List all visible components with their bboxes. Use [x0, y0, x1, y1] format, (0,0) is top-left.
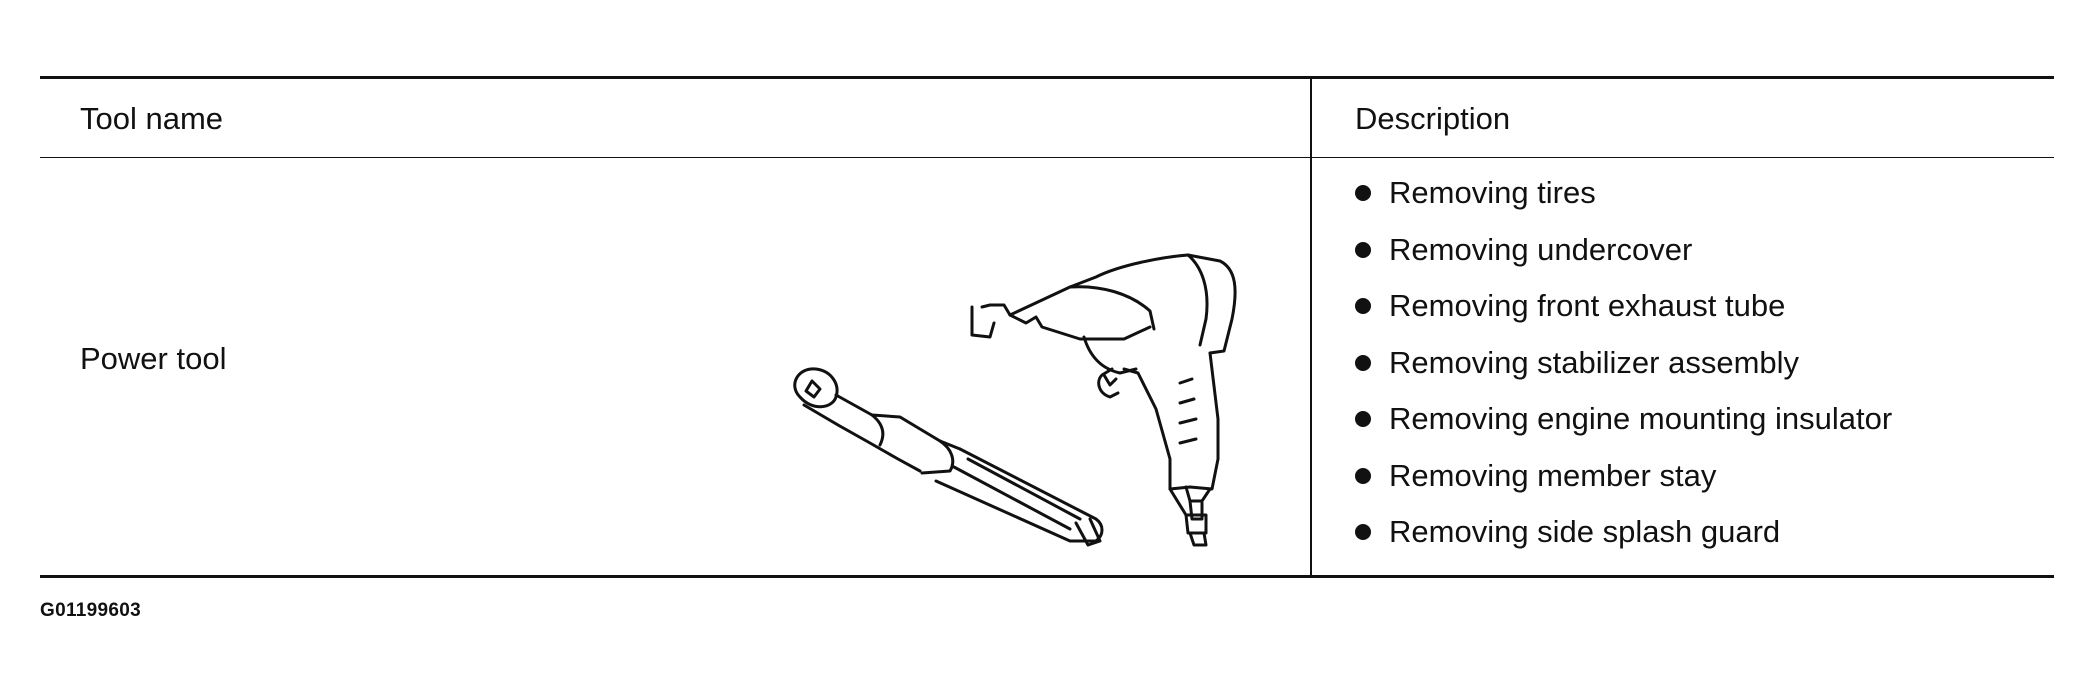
tool-name-cell: Power tool [80, 341, 227, 376]
list-item: Removing tires [1355, 165, 1892, 222]
column-divider [1310, 79, 1312, 575]
list-item: Removing engine mounting insulator [1355, 391, 1892, 448]
column-header-description: Description [1355, 101, 1511, 136]
bullet-icon [1355, 185, 1371, 202]
bullet-icon [1355, 411, 1371, 428]
bullet-icon [1355, 298, 1371, 315]
bullet-icon [1355, 241, 1371, 258]
column-header-tool-name: Tool name [80, 101, 224, 136]
list-item: Removing side splash guard [1355, 504, 1892, 561]
bullet-icon [1355, 354, 1371, 371]
bullet-icon [1355, 524, 1371, 541]
figure-code: G01199603 [40, 600, 141, 621]
description-list: Removing tires Removing undercover Remov… [1355, 165, 1892, 561]
list-item: Removing member stay [1355, 448, 1892, 505]
tool-table: Tool name Description Power tool [40, 76, 2054, 578]
list-item: Removing front exhaust tube [1355, 278, 1892, 335]
table-header-row: Tool name Description [40, 79, 2054, 158]
list-item: Removing stabilizer assembly [1355, 335, 1892, 392]
air-ratchet-icon [793, 367, 1104, 547]
bullet-icon [1355, 467, 1371, 484]
power-tool-illustration-icon [793, 253, 1237, 547]
list-item: Removing undercover [1355, 222, 1892, 279]
impact-wrench-icon [970, 253, 1237, 547]
